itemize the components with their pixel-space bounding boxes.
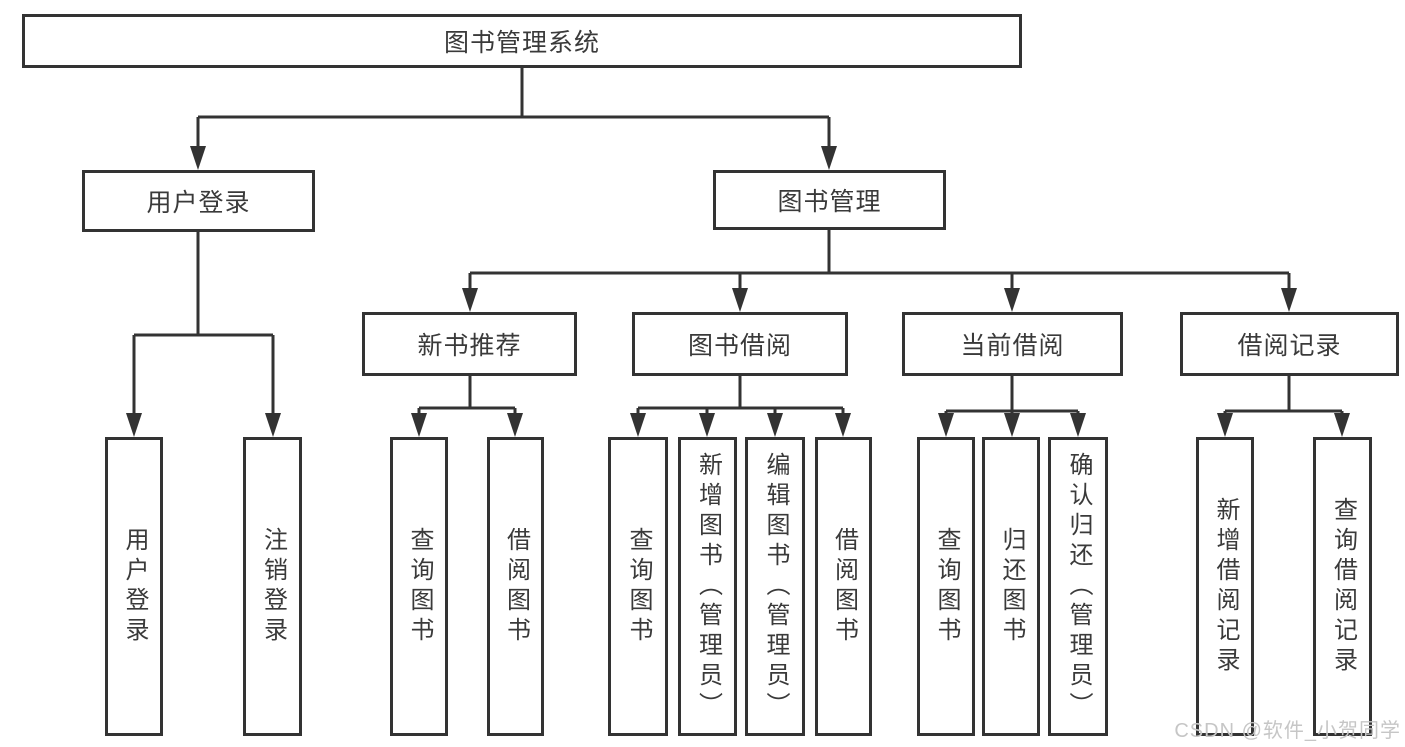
node-borrowing-records: 借阅记录 [1180,312,1399,376]
leaf-add-book-admin: 新增图书（管理员） [678,437,737,736]
node-library-system: 图书管理系统 [22,14,1022,68]
leaf-query-books-2: 查询图书 [608,437,668,736]
node-book-management-label: 图书管理 [777,188,882,216]
leaf-borrow-books-2-label: 借阅图书 [830,526,858,647]
node-user-login-label: 用户登录 [146,189,251,217]
leaf-confirm-return-admin-label: 确认归还（管理员） [1065,451,1092,722]
leaf-user-login: 用户登录 [105,437,163,736]
node-current-borrowing-label: 当前借阅 [960,332,1065,360]
leaf-query-borrow-record-label: 查询借阅记录 [1329,496,1357,677]
leaf-query-books-1: 查询图书 [390,437,448,736]
leaf-query-books-3-label: 查询图书 [933,526,960,647]
node-user-login: 用户登录 [82,170,315,232]
node-book-management: 图书管理 [713,170,946,230]
leaf-add-book-admin-label: 新增图书（管理员） [694,451,722,722]
node-borrowing-records-label: 借阅记录 [1237,332,1342,360]
leaf-query-books-3: 查询图书 [917,437,975,736]
leaf-return-books-label: 归还图书 [998,526,1025,647]
leaf-query-borrow-record: 查询借阅记录 [1313,437,1372,736]
leaf-logout-label: 注销登录 [259,526,287,647]
leaf-borrow-books-1-label: 借阅图书 [502,526,530,647]
node-library-system-label: 图书管理系统 [443,29,600,57]
leaf-edit-book-admin-label: 编辑图书（管理员） [762,451,789,722]
leaf-confirm-return-admin: 确认归还（管理员） [1048,437,1108,736]
leaf-edit-book-admin: 编辑图书（管理员） [745,437,805,736]
leaf-query-books-2-label: 查询图书 [625,526,652,647]
leaf-query-books-1-label: 查询图书 [406,526,433,647]
node-new-book-recommend-label: 新书推荐 [417,332,522,360]
leaf-borrow-books-1: 借阅图书 [487,437,544,736]
node-book-borrowing-label: 图书借阅 [687,332,792,360]
watermark: CSDN @软件_小贺同学 [1174,720,1401,742]
node-new-book-recommend: 新书推荐 [362,312,577,376]
node-current-borrowing: 当前借阅 [902,312,1123,376]
leaf-logout: 注销登录 [243,437,302,736]
leaf-user-login-label: 用户登录 [121,526,148,647]
node-book-borrowing: 图书借阅 [632,312,848,376]
leaf-add-borrow-record: 新增借阅记录 [1196,437,1254,736]
leaf-return-books: 归还图书 [982,437,1040,736]
leaf-borrow-books-2: 借阅图书 [815,437,872,736]
leaf-add-borrow-record-label: 新增借阅记录 [1212,496,1239,677]
